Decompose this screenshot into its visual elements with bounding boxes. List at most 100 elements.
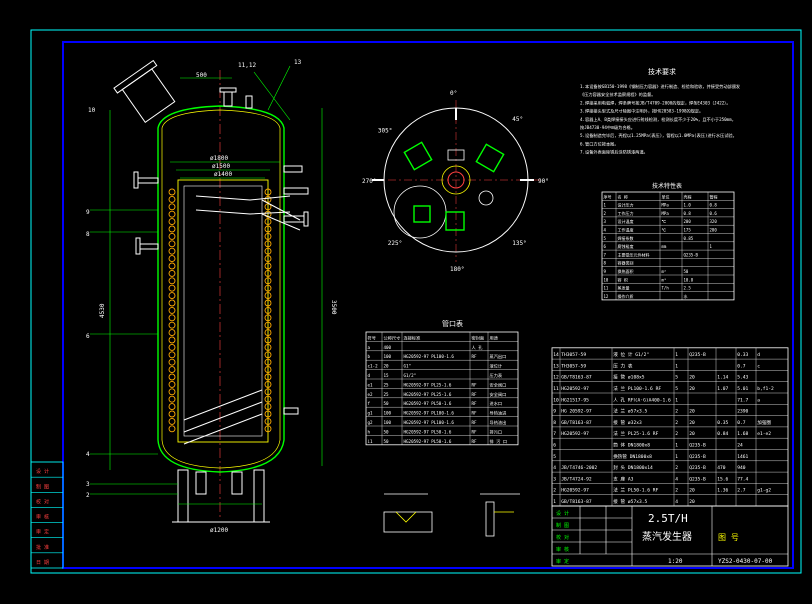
parts-cell: 压 力 表 xyxy=(613,362,633,369)
parts-cell: 接 管 ø57x3.5 xyxy=(613,498,647,505)
coil-tube xyxy=(168,366,176,374)
coil-tube xyxy=(264,195,272,203)
tech-note-line: 5.设备制造完毕后，壳程以1.25MPa(表压)，管程以1.0MPa(表压)进行… xyxy=(580,132,737,139)
parts-cell: 2 xyxy=(675,409,678,415)
table-cell: 50 xyxy=(384,439,390,444)
table-cell: 1.0 xyxy=(684,203,692,208)
parts-cell: 人 孔 RFⅠ(A·G)A400-1.6 xyxy=(613,396,671,403)
title-sub: 蒸汽发生器 xyxy=(642,530,692,543)
parts-cell: 1.07 xyxy=(717,386,728,392)
coil-tube xyxy=(168,306,176,314)
table-cell: 0.8 xyxy=(710,203,718,208)
stamp-label: 设 计 xyxy=(36,468,49,475)
coil-tube xyxy=(168,395,176,403)
tech-requirements-title: 技术要求 xyxy=(648,67,676,76)
table-cell: 320 xyxy=(710,219,718,224)
parts-cell: 2 xyxy=(675,431,678,437)
table-cell: 蒸汽出口 xyxy=(490,353,507,360)
dim-4530: 4530 xyxy=(99,303,106,318)
parts-cell: Q235-B xyxy=(689,352,706,358)
table-cell: 容 积 xyxy=(618,276,628,282)
orientation-label: 0° xyxy=(450,90,457,97)
tech-notes: 1.本设备按GB150-1998《钢制压力容器》进行制造、检验和验收，并接受劳动… xyxy=(580,83,741,156)
parts-cell: 0.84 xyxy=(717,431,728,437)
parts-cell: Q235-B xyxy=(689,465,706,471)
dim-1200: ø1200 xyxy=(210,527,228,534)
table-cell: 4 xyxy=(604,228,607,233)
table-cell: e1 xyxy=(368,382,374,387)
table-cell: 0.85 xyxy=(684,236,694,241)
table-cell: 9 xyxy=(604,269,607,274)
table-cell: RF xyxy=(472,439,478,444)
orientation-label: 90° xyxy=(538,178,549,185)
table-cell: 液位计 xyxy=(490,363,503,370)
parts-cell: 法 兰 ø57x3.5 xyxy=(613,408,647,415)
coil-tube xyxy=(264,247,272,255)
parts-cell: 20 xyxy=(689,409,695,415)
table-cell: d xyxy=(368,373,371,378)
table-cell: 安全阀口 xyxy=(490,391,507,398)
table-cell: HG20592-97 PL25-1.6 xyxy=(404,392,452,397)
coil-tube xyxy=(168,225,176,233)
parts-cell: 1 xyxy=(675,363,678,369)
table-cell: 工作温度 xyxy=(618,227,634,233)
svg-text:8: 8 xyxy=(86,231,90,238)
parts-cell: 71.7 xyxy=(737,397,748,403)
table-cell: 2 xyxy=(604,211,607,216)
table-cell: b xyxy=(368,354,371,359)
coil-tube xyxy=(264,284,272,292)
coil-tube xyxy=(264,425,272,433)
parts-cell: 1 xyxy=(553,499,556,505)
drawing-scale: 1:20 xyxy=(668,558,683,565)
tech-note-line: 按JB4730-94中Ⅲ级为合格。 xyxy=(580,124,635,131)
tech-note-line: 6.管口方位按本图。 xyxy=(580,140,619,147)
dim-1500: ø1500 xyxy=(212,163,230,170)
parts-cell: 2.7 xyxy=(737,488,746,494)
parts-cell: 1.14 xyxy=(717,375,728,381)
table-header-cell: 名 称 xyxy=(618,193,628,199)
table-cell: 280 xyxy=(710,228,718,233)
table-cell: 0.6 xyxy=(710,211,718,216)
coil-tube xyxy=(168,321,176,329)
coil-tube xyxy=(264,373,272,381)
tech-note-line: 4.容器上A、B类焊接接头应进行射线检测，检测长度不少于20%，且不小于250m… xyxy=(580,116,736,123)
table-cell: 蒸发量 xyxy=(618,285,630,291)
stamp-label: 制 图 xyxy=(36,483,49,490)
parts-cell: HG20592-97 xyxy=(561,488,589,494)
table-cell: e2 xyxy=(368,392,374,397)
table-cell: MPa xyxy=(662,211,670,216)
title-block-label: 图 号 xyxy=(718,533,739,542)
coil-tube xyxy=(168,218,176,226)
coil-tube xyxy=(264,225,272,233)
coil-tube xyxy=(264,388,272,396)
table-cell: ℃ xyxy=(662,228,667,233)
orientation-label: 225° xyxy=(388,240,402,247)
table-cell: 8 xyxy=(604,261,607,266)
drawing-number: YZS2-0430-07-00 xyxy=(718,558,773,565)
table-cell: HG20592-97 PL50-1.6 xyxy=(404,429,452,434)
table-cell: T/h xyxy=(662,286,670,291)
coil-tube xyxy=(264,358,272,366)
table-cell: a xyxy=(368,345,371,350)
svg-text:2: 2 xyxy=(86,492,90,499)
parts-cell: 法 兰 PL100-1.6 RF xyxy=(613,385,661,392)
parts-cell: 加强圈 xyxy=(757,419,771,426)
table-cell: 换热面积 xyxy=(618,268,634,274)
table-cell: 200 xyxy=(684,219,692,224)
dim-3500: 3500 xyxy=(330,300,337,315)
parts-cell: c xyxy=(757,364,760,369)
table-header-cell: 用途 xyxy=(490,334,499,341)
parts-cell: 2 xyxy=(553,488,556,494)
parts-cell: 5 xyxy=(675,375,678,381)
table-cell: 2.5 xyxy=(684,286,692,291)
table-cell: 5 xyxy=(604,236,607,241)
table-cell: 导热油进 xyxy=(490,410,508,417)
table-cell: 10 xyxy=(604,277,609,282)
parts-cell: HG21517-95 xyxy=(561,397,589,403)
coil-tube xyxy=(168,269,176,277)
table-header-cell: 符号 xyxy=(368,334,376,341)
parts-cell: 3 xyxy=(553,476,556,482)
parts-cell: JB/T4746-2002 xyxy=(561,465,597,471)
coil-tube xyxy=(264,299,272,307)
